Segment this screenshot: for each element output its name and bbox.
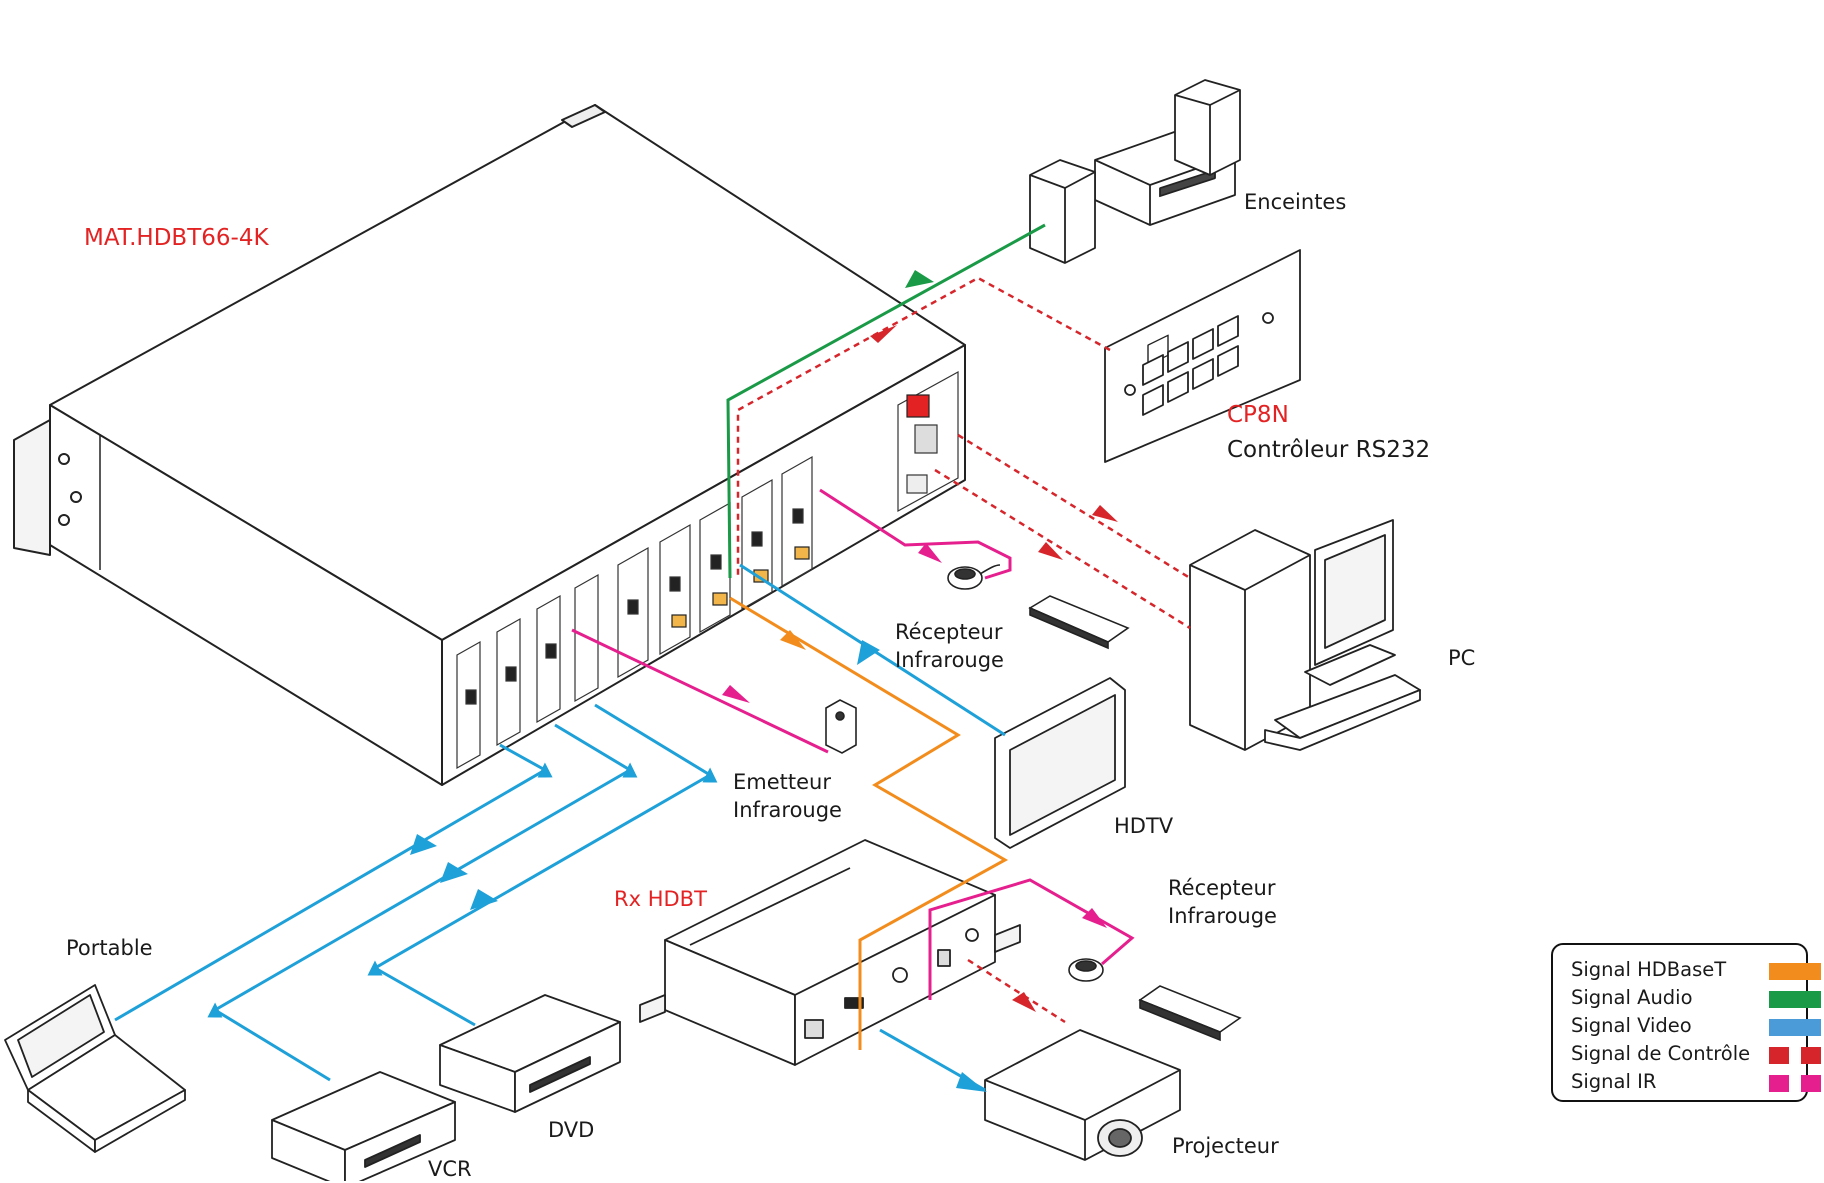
legend-label: Signal de Contrôle (1571, 1042, 1751, 1065)
audio-line (726, 223, 1046, 579)
matrix-rear-panel (456, 370, 959, 770)
rx-hdbt-label: Rx HDBT (614, 887, 707, 911)
control-arrow-2 (1092, 505, 1118, 522)
ir-arrow-3 (1082, 908, 1107, 928)
pc-control-line-2 (934, 468, 1191, 630)
dvd-device (439, 994, 621, 1113)
remote-control-bottom (1138, 985, 1242, 1042)
laptop-video-line (114, 743, 553, 1022)
legend-swatch-audio (1769, 991, 1821, 1008)
laptop-label: Portable (66, 936, 153, 960)
legend-swatch-control-2 (1801, 1047, 1821, 1064)
matrix-label: MAT.HDBT66-4K (84, 225, 269, 251)
control-arrow-3 (1038, 542, 1063, 560)
ir-emitter-label-1: Emetteur (733, 770, 831, 794)
ir-emitter-line (571, 628, 829, 754)
control-arrow-1 (870, 325, 897, 343)
controller-label: Contrôleur RS232 (1227, 437, 1431, 463)
ir-arrow-1 (918, 543, 942, 563)
cp8n-panel (1104, 249, 1301, 463)
projector-device (984, 1029, 1181, 1161)
hdtv-device (994, 677, 1126, 849)
legend: Signal HDBaseT Signal Audio Signal Video… (1551, 943, 1821, 1102)
dvd-label: DVD (548, 1118, 595, 1142)
legend-swatch-hdbaset (1769, 963, 1821, 980)
legend-swatch-ir-2 (1801, 1075, 1821, 1092)
ir-receiver-top-label-2: Infrarouge (895, 648, 1004, 672)
ir-emitter (825, 699, 857, 754)
legend-item-control: Signal de Contrôle (1571, 1041, 1821, 1067)
speakers-device (1029, 79, 1241, 264)
ir-receiver-bottom-label-1: Récepteur (1168, 876, 1276, 900)
legend-item-video: Signal Video (1571, 1013, 1821, 1039)
legend-item-hdbaset: Signal HDBaseT (1571, 957, 1821, 983)
ir-receiver-top-label-1: Récepteur (895, 620, 1003, 644)
legend-label: Signal Video (1571, 1014, 1692, 1037)
legend-label: Signal Audio (1571, 986, 1693, 1009)
hdbaset-signal (729, 596, 1009, 1050)
legend-label: Signal HDBaseT (1571, 958, 1727, 981)
legend-label: Signal IR (1571, 1070, 1657, 1093)
legend-swatch-control-1 (1769, 1047, 1789, 1064)
legend-item-ir: Signal IR (1571, 1069, 1821, 1095)
audio-signal (726, 223, 1046, 579)
hdtv-label: HDTV (1114, 814, 1174, 838)
ir-receiver-bottom-label-2: Infrarouge (1168, 904, 1277, 928)
pc-label: PC (1448, 646, 1476, 670)
remote-control-top (1028, 595, 1130, 650)
ir-receiver-top (947, 564, 1001, 590)
legend-swatch-video (1769, 1019, 1821, 1036)
cp8n-label: CP8N (1227, 402, 1289, 428)
vcr-label: VCR (428, 1157, 472, 1181)
legend-item-audio: Signal Audio (1571, 985, 1821, 1011)
pc-control-line-1 (957, 433, 1191, 580)
dvd-video-line (367, 703, 718, 1027)
rx-hdbt-device (639, 839, 1021, 1066)
projector-label: Projecteur (1172, 1134, 1279, 1158)
legend-swatch-ir-1 (1769, 1075, 1789, 1092)
laptop-device (4, 984, 186, 1153)
ir-arrow-2 (722, 685, 750, 703)
vcr-device (271, 1071, 456, 1181)
pc-device (1189, 519, 1421, 751)
speakers-label: Enceintes (1244, 190, 1347, 214)
control-arrow-4 (1012, 992, 1036, 1012)
ir-receiver-bottom (1068, 958, 1104, 982)
video-signals (114, 563, 1006, 1092)
control-signals (736, 276, 1191, 1024)
ir-emitter-label-2: Infrarouge (733, 798, 842, 822)
hdbaset-line (729, 596, 1009, 1050)
projector-control-line (967, 958, 1066, 1024)
cp8n-control-line (736, 276, 1111, 575)
matrix-switcher (13, 104, 966, 786)
ir-signals (571, 488, 1135, 1000)
ir-receiver-top-line (819, 488, 1012, 580)
ir-receiver-bottom-line (928, 878, 1135, 1000)
